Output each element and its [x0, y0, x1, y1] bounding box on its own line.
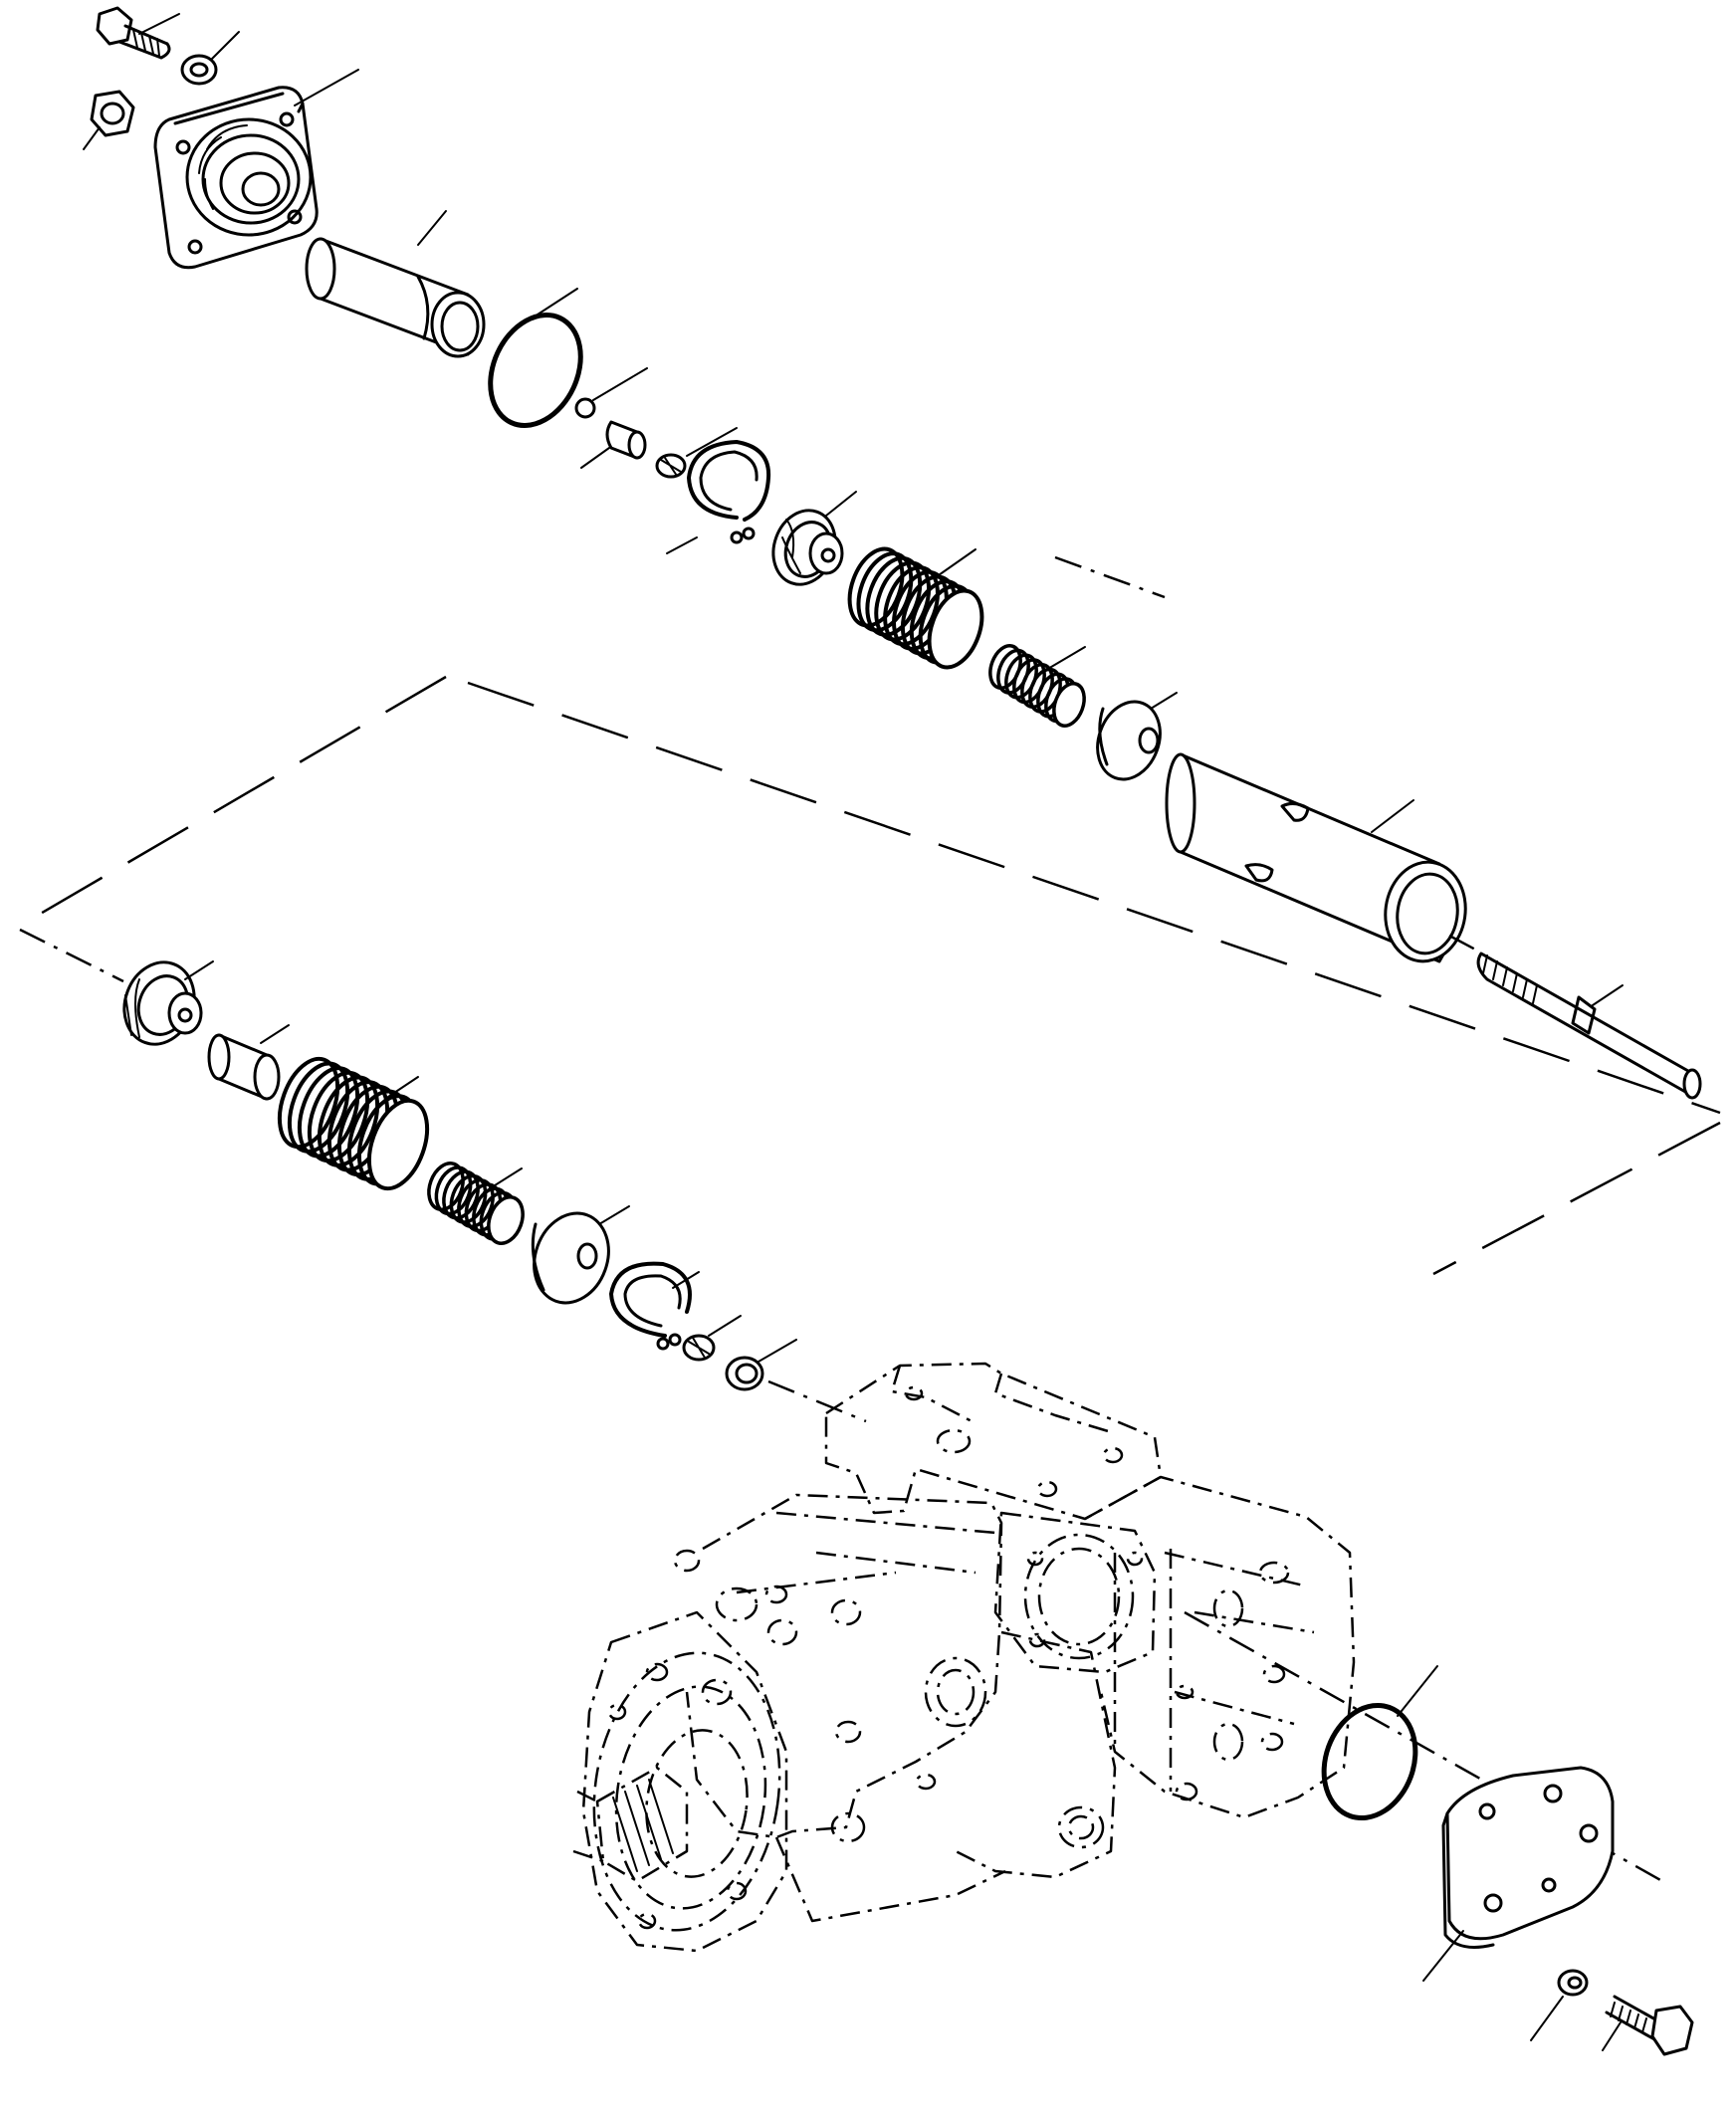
- spring-coil: [287, 1061, 350, 1154]
- spring-icon: [847, 546, 984, 670]
- o-ring-icon: [1321, 1665, 1438, 1821]
- seat-icon: [531, 1205, 630, 1305]
- cover-icon: [1422, 1766, 1615, 1982]
- spring-coil: [1052, 682, 1086, 728]
- spring-coil: [277, 1056, 340, 1150]
- connection-dashed-frame: [19, 555, 1721, 1276]
- nut-icon: [83, 90, 135, 150]
- retaining-ring-icon: [666, 440, 771, 554]
- ball-icon: [574, 367, 648, 419]
- spring-seat-icon: [122, 960, 214, 1046]
- spring-coil: [317, 1075, 380, 1167]
- spring-coil: [366, 1098, 430, 1191]
- spring-icon: [988, 644, 1086, 728]
- plug-icon: [725, 1339, 797, 1391]
- washer-icon: [180, 31, 240, 86]
- o-ring-icon: [488, 288, 583, 428]
- plug-icon: [580, 420, 647, 469]
- rod-icon: [1476, 952, 1702, 1100]
- pump-icon: [572, 1362, 1356, 1953]
- spring-coil: [297, 1066, 360, 1159]
- bolt-icon: [96, 6, 180, 60]
- spring-coil: [927, 588, 984, 670]
- plug-icon: [682, 1315, 742, 1362]
- sleeve-icon: [1165, 752, 1467, 963]
- bolt-icon: [1602, 1995, 1694, 2056]
- spring-coil: [307, 1070, 370, 1164]
- cover-icon: [153, 69, 359, 270]
- spring-coil: [487, 1195, 525, 1245]
- spring-seat-icon: [771, 491, 857, 586]
- spring-icon: [427, 1162, 525, 1245]
- plug-icon: [655, 427, 738, 479]
- washer-icon: [1530, 1969, 1589, 2041]
- retaining-ring-icon: [609, 1261, 700, 1351]
- plug-icon: [207, 1024, 290, 1101]
- spring-icon: [277, 1056, 430, 1191]
- sleeve-icon: [305, 210, 486, 358]
- seat-icon: [1096, 692, 1178, 781]
